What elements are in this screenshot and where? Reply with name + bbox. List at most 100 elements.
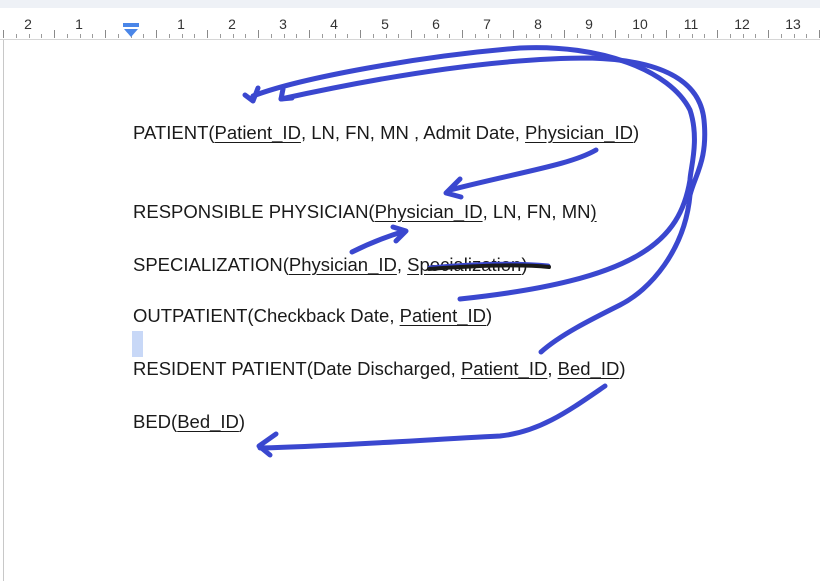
ruler-tick xyxy=(334,34,336,38)
ruler-tick xyxy=(3,30,4,38)
ruler-tick xyxy=(500,34,502,38)
ruler-tick xyxy=(487,34,489,38)
primary-key: Bed_ID xyxy=(177,411,239,432)
ruler-tick xyxy=(258,30,259,38)
ruler-number: 5 xyxy=(381,16,389,32)
separator: , xyxy=(547,358,558,379)
ruler-number: 1 xyxy=(75,16,83,32)
ruler-tick xyxy=(411,30,412,38)
ruler-tick xyxy=(105,30,106,38)
page-left-edge xyxy=(3,40,4,581)
ruler-tick xyxy=(385,34,387,38)
ruler-tick xyxy=(666,30,667,38)
ruler-tick xyxy=(653,34,655,38)
ruler-number: 3 xyxy=(279,16,287,32)
relation-name: SPECIALIZATION( xyxy=(133,254,289,275)
ruler-tick xyxy=(15,34,17,38)
ruler-tick xyxy=(372,34,374,38)
ruler-number: 1 xyxy=(177,16,185,32)
ruler-number: 2 xyxy=(228,16,236,32)
patient-relation: PATIENT(Patient_ID, LN, FN, MN , Admit D… xyxy=(133,122,639,144)
ruler-tick xyxy=(28,34,30,38)
ruler-tick xyxy=(270,34,272,38)
ruler-number: 10 xyxy=(632,16,648,32)
primary-key: Patient_ID xyxy=(399,305,486,326)
relation-name: RESPONSIBLE PHYSICIAN( xyxy=(133,201,375,222)
ruler-number: 12 xyxy=(734,16,750,32)
primary-key: Specialization xyxy=(407,254,522,275)
close-paren: ) xyxy=(238,411,246,432)
separator: , xyxy=(396,254,408,275)
ruler-number: 11 xyxy=(683,16,699,32)
primary-key: Patient_ID xyxy=(214,122,301,143)
primary-key: Physician_ID xyxy=(288,254,397,275)
ruler-tick xyxy=(780,34,782,38)
ruler-tick xyxy=(245,34,247,38)
ruler-tick xyxy=(232,34,234,38)
ruler-tick xyxy=(283,34,285,38)
ruler-tick xyxy=(423,34,425,38)
ruler-tick xyxy=(742,34,744,38)
outpatient-relation: OUTPATIENT(Checkback Date, Patient_ID) xyxy=(133,305,492,327)
ruler-tick xyxy=(576,34,578,38)
ruler-tick xyxy=(474,34,476,38)
close-paren: ) xyxy=(633,122,640,143)
ruler-tick xyxy=(615,30,616,38)
ruler-tick xyxy=(219,34,221,38)
close-paren: ) xyxy=(521,254,528,275)
ruler-tick xyxy=(79,34,81,38)
ruler-tick xyxy=(449,34,451,38)
ruler-divider xyxy=(0,39,820,40)
relation-name: BED( xyxy=(133,411,178,432)
ruler-tick xyxy=(156,30,157,38)
ruler-tick xyxy=(717,30,718,38)
ruler-tick xyxy=(436,34,438,38)
ruler-tick xyxy=(768,30,769,38)
ruler-number: 8 xyxy=(534,16,542,32)
ruler-number: 9 xyxy=(585,16,593,32)
ruler-tick xyxy=(181,34,183,38)
ruler-tick xyxy=(513,30,514,38)
primary-key: Patient_ID xyxy=(460,358,548,379)
ruler-tick xyxy=(309,30,310,38)
resident-patient-relation: RESIDENT PATIENT(Date Discharged, Patien… xyxy=(133,358,626,380)
ruler-tick xyxy=(602,34,604,38)
ruler-tick xyxy=(525,34,527,38)
ruler-tick xyxy=(538,34,540,38)
ruler-tick xyxy=(691,34,693,38)
ruler-tick xyxy=(627,34,629,38)
ruler-tick xyxy=(117,34,119,38)
ruler-number: 2 xyxy=(24,16,32,32)
horizontal-ruler[interactable]: 2 1 1 2 3 4 5 6 7 8 9 10 11 12 13 xyxy=(0,0,820,40)
ruler-tick xyxy=(564,30,565,38)
close-paren: ) xyxy=(590,201,597,222)
ruler-tick xyxy=(793,34,795,38)
ruler-tick xyxy=(321,34,323,38)
indent-marker-icon[interactable] xyxy=(122,22,140,38)
ruler-tick xyxy=(194,34,196,38)
attributes: , LN, FN, MN xyxy=(482,201,591,222)
ruler-tick xyxy=(462,30,463,38)
ruler-band xyxy=(0,0,820,8)
close-paren: ) xyxy=(486,305,493,326)
ruler-tick xyxy=(398,34,400,38)
ruler-tick xyxy=(806,34,808,38)
physician-relation: RESPONSIBLE PHYSICIAN(Physician_ID, LN, … xyxy=(133,201,597,223)
primary-key: Physician_ID xyxy=(374,201,483,222)
ruler-tick xyxy=(207,30,208,38)
foreign-key: Bed_ID xyxy=(557,358,620,379)
ruler-tick xyxy=(41,34,43,38)
ruler-tick xyxy=(678,34,680,38)
ruler-number: 13 xyxy=(785,16,801,32)
ruler-tick xyxy=(729,34,731,38)
ruler-tick xyxy=(640,34,642,38)
ruler-tick xyxy=(54,30,55,38)
foreign-key: Physician_ID xyxy=(525,122,634,143)
ruler-number: 7 xyxy=(483,16,491,32)
ruler-tick xyxy=(755,34,757,38)
ruler-tick xyxy=(704,34,706,38)
ruler-number: 4 xyxy=(330,16,338,32)
ruler-tick xyxy=(589,34,591,38)
text-cursor-selection xyxy=(132,331,143,357)
